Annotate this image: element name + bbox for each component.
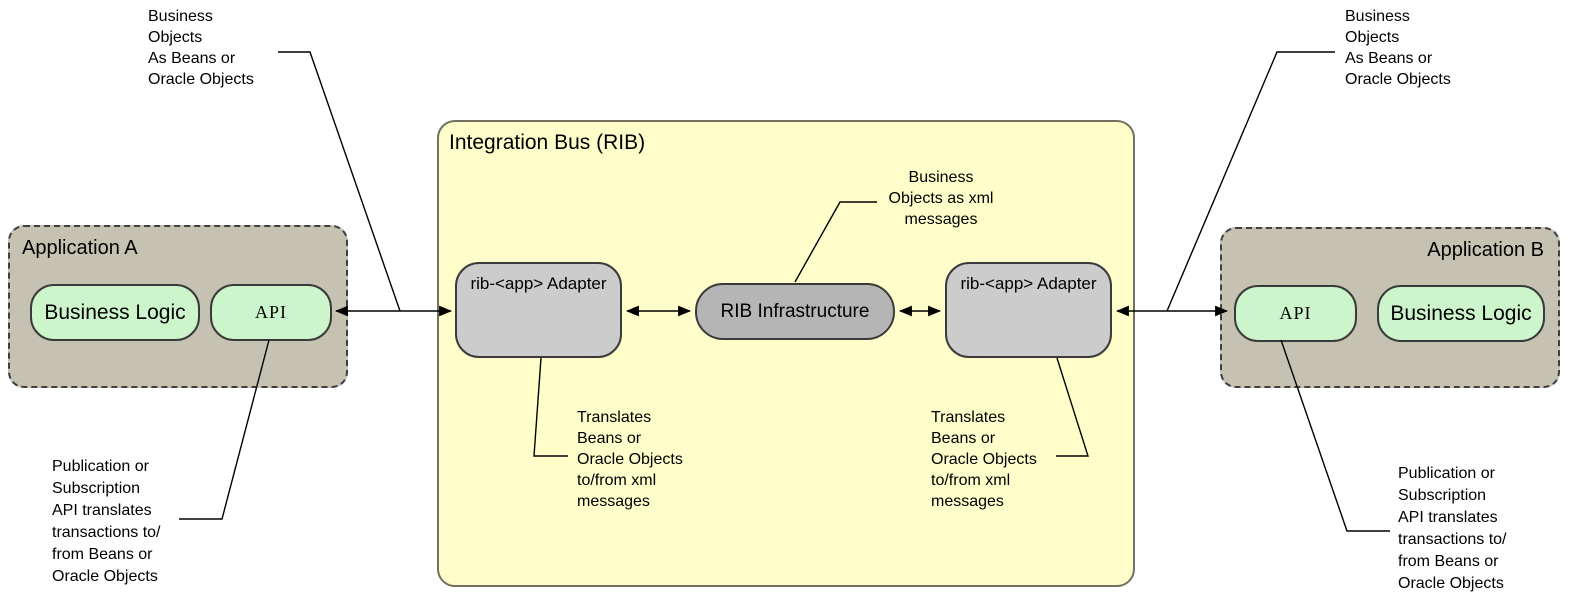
application-a-title: Application A (22, 237, 138, 259)
api-b-node: API (1234, 285, 1357, 342)
business-logic-a-label: Business Logic (44, 300, 186, 324)
note-publication-left: Publication or Subscription API translat… (52, 458, 161, 585)
rib-infrastructure-node: RIB Infrastructure (695, 283, 895, 340)
business-logic-b-label: Business Logic (1390, 301, 1532, 325)
rib-adapter-right-label: rib-<app> Adapter (960, 274, 1097, 293)
business-logic-a-node: Business Logic (30, 284, 200, 341)
note-translates-right: Translates Beans or Oracle Objects to/fr… (931, 409, 1037, 510)
note-business-objects-right: Business Objects As Beans or Oracle Obje… (1345, 8, 1451, 88)
application-a-box: Application A Business Logic API (8, 225, 348, 388)
rib-adapter-left-node: rib-<app> Adapter (455, 262, 622, 358)
api-b-label: API (1279, 303, 1312, 323)
api-a-label: API (254, 302, 287, 322)
rib-adapter-left-label: rib-<app> Adapter (470, 274, 607, 293)
rib-infrastructure-label: RIB Infrastructure (720, 300, 870, 322)
rib-adapter-right-node: rib-<app> Adapter (945, 262, 1112, 358)
note-publication-right: Publication or Subscription API translat… (1398, 465, 1507, 592)
application-b-title: Application B (1427, 239, 1544, 261)
application-b-box: Application B API Business Logic (1220, 227, 1560, 388)
note-business-objects-xml: Business Objects as xml messages (888, 169, 994, 228)
note-business-objects-left: Business Objects As Beans or Oracle Obje… (148, 8, 254, 88)
integration-bus-title: Integration Bus (RIB) (449, 131, 646, 154)
note-translates-left: Translates Beans or Oracle Objects to/fr… (577, 409, 683, 510)
business-logic-b-node: Business Logic (1377, 285, 1545, 342)
api-a-node: API (210, 284, 332, 341)
